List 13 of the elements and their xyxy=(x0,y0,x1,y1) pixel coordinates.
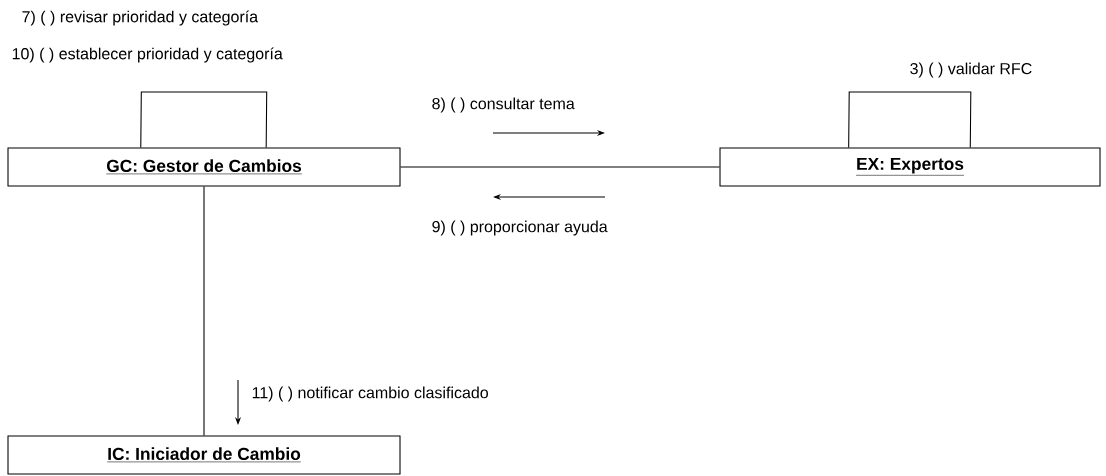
message-label: 8) ( ) consultar tema xyxy=(432,97,575,113)
class-box: IC: Iniciador de Cambio xyxy=(7,435,401,475)
message-label: 10) ( ) establecer prioridad y categoría xyxy=(12,47,283,63)
self-loop xyxy=(140,91,268,148)
message-label: 9) ( ) proporcionar ayuda xyxy=(432,220,608,236)
message-label: 11) ( ) notificar cambio clasificado xyxy=(252,386,488,402)
class-box: GC: Gestor de Cambios xyxy=(7,147,401,187)
connector-line xyxy=(400,166,720,168)
class-box: EX: Expertos xyxy=(719,147,1101,187)
connector-line xyxy=(203,186,205,436)
self-loop xyxy=(848,91,972,148)
message-label: 7) ( ) revisar prioridad y categoría xyxy=(22,10,259,26)
message-label: 3) ( ) validar RFC xyxy=(910,62,1032,78)
